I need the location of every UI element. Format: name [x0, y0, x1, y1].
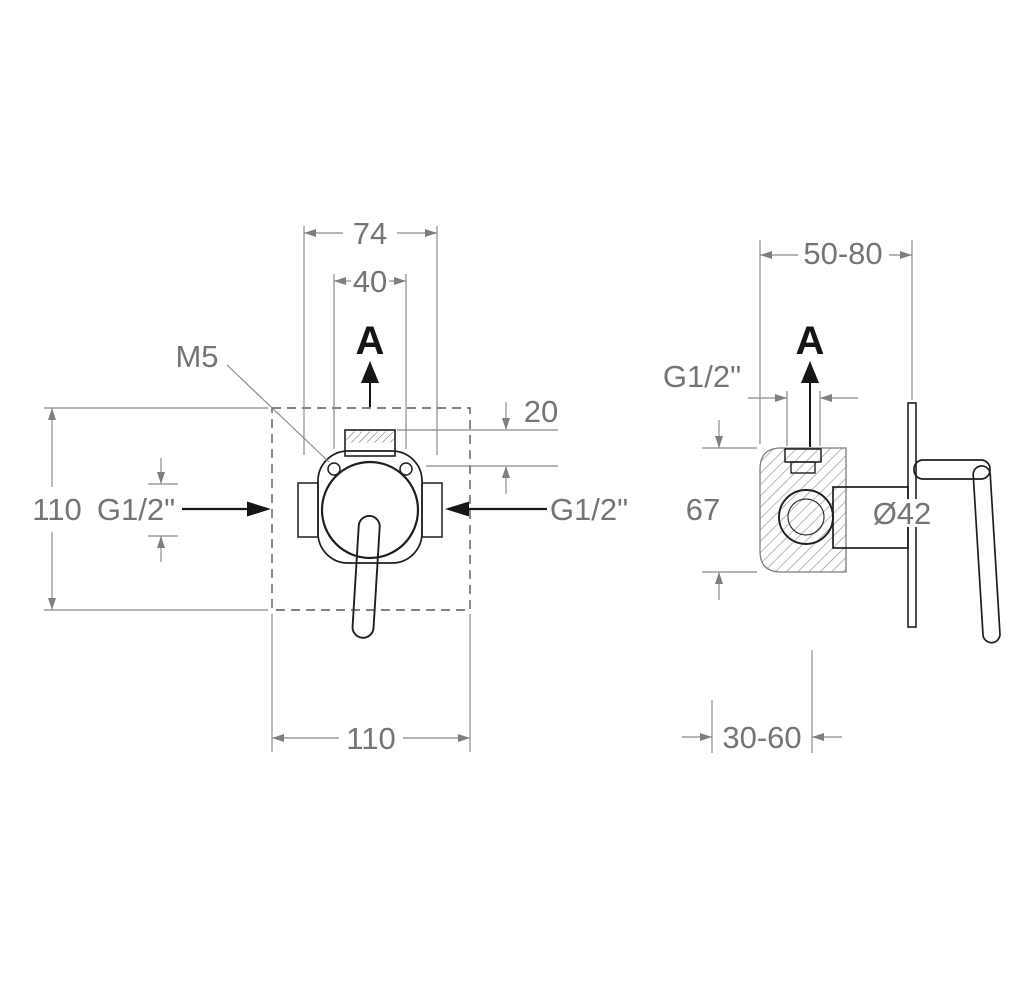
inlet-callout-left: G1/2" — [97, 458, 271, 562]
inlet-port-left — [297, 482, 319, 538]
dim-40-label: 40 — [353, 264, 387, 299]
screw-hole-left — [327, 462, 341, 476]
rough-in-box-outline — [271, 407, 471, 611]
diameter-label-halo — [868, 499, 936, 527]
g12-outlet-side-label: G1/2" — [663, 359, 741, 394]
valve-body-inner-circle-side — [787, 498, 825, 536]
dimension-67: 67 — [686, 420, 757, 600]
diameter-42-label: Ø42 — [873, 496, 932, 531]
inlet-port-right — [421, 482, 443, 538]
outlet-fitting-top-step — [790, 461, 816, 474]
side-view: 50-80 A G1/2" 67 Ø42 — [663, 236, 1001, 755]
dimension-20: 20 — [397, 394, 558, 494]
section-a-arrowhead-side — [801, 361, 819, 383]
dimension-30-60: 30-60 — [682, 650, 842, 755]
valve-body-circle-side — [778, 489, 834, 545]
dim-110-height-label: 110 — [32, 492, 81, 527]
flow-arrowhead-left — [247, 501, 271, 517]
front-view: 74 40 A M5 20 — [32, 216, 628, 756]
wall-section-hatch — [759, 447, 847, 573]
valve-cartridge-circle — [320, 460, 420, 560]
g12-inlet-right-label: G1/2" — [550, 492, 628, 527]
flow-arrowhead-right — [445, 501, 469, 517]
outlet-callout-side: G1/2" — [663, 359, 858, 446]
lever-handle-front — [351, 515, 381, 639]
section-a-label-side: A — [796, 319, 825, 363]
screw-hole-right — [399, 462, 413, 476]
outlet-port-top-thread — [346, 431, 394, 443]
dimension-50-80: 50-80 — [759, 236, 913, 444]
valve-body-front — [297, 429, 443, 639]
m5-screw-label: M5 — [175, 339, 218, 374]
lever-arm-side — [913, 459, 991, 480]
dimension-74: 74 — [303, 216, 438, 455]
inlet-callout-right: G1/2" — [445, 492, 628, 527]
section-a-label-front: A — [356, 319, 385, 363]
dim-30-60-label: 30-60 — [722, 720, 801, 755]
dimension-110-height: 110 — [32, 407, 268, 611]
dim-50-80-label: 50-80 — [803, 236, 882, 271]
dim-110-width-label: 110 — [346, 721, 395, 756]
section-arrow-a-front: A — [356, 319, 385, 407]
dim-20-label: 20 — [524, 394, 558, 429]
mounting-flange — [317, 450, 423, 564]
dimension-40: 40 — [333, 264, 407, 449]
diameter-callout: Ø42 — [868, 496, 936, 531]
dim-67-label: 67 — [686, 492, 720, 527]
dimension-110-width: 110 — [271, 614, 471, 756]
g12-inlet-left-label: G1/2" — [97, 492, 175, 527]
dim-74-label: 74 — [353, 216, 387, 251]
section-arrow-a-side: A — [796, 319, 825, 447]
lever-grip-side — [972, 465, 1001, 644]
section-a-arrowhead-front — [361, 361, 379, 383]
m5-screw-callout: M5 — [175, 339, 330, 463]
outlet-port-top — [344, 429, 396, 457]
